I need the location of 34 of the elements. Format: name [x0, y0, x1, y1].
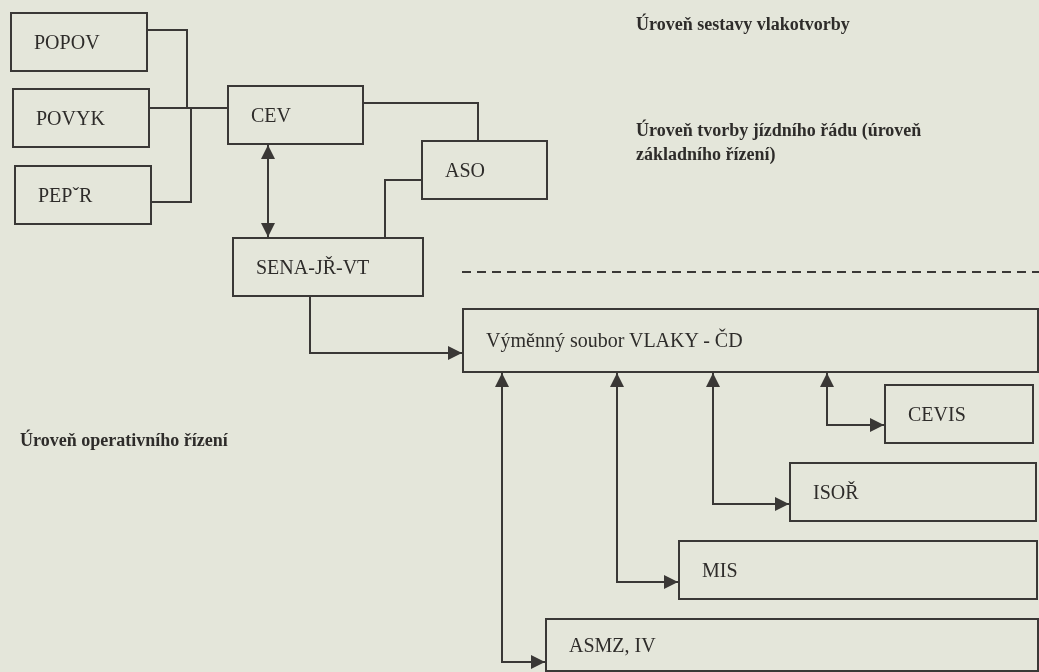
level-label: Úroveň sestavy vlakotvorby: [636, 12, 851, 36]
box-label: CEV: [251, 103, 291, 127]
arrow: [309, 296, 463, 360]
box-label: ISOŘ: [813, 480, 859, 504]
system-box: [10, 12, 148, 72]
arrow: [261, 144, 275, 238]
connector-line: [384, 179, 422, 238]
level-label: Úroveň tvorby jízdního řádu (úroveň základního řízení): [636, 118, 923, 167]
box-label: SENA-JŘ-VT: [256, 255, 370, 279]
box-label: CEVIS: [908, 402, 966, 426]
box-label: PEPˇR: [38, 183, 93, 207]
box-label: POPOV: [34, 30, 100, 54]
box-label: ASMZ, IV: [569, 633, 656, 657]
system-box: [884, 384, 1034, 444]
system-box: [421, 140, 548, 200]
arrow: [610, 372, 679, 589]
system-box: [462, 308, 1039, 373]
arrow: [495, 372, 546, 669]
connector-line: [151, 107, 228, 203]
level-label: Úroveň operativního řízení: [20, 428, 229, 452]
system-box: [232, 237, 424, 297]
arrow: [820, 372, 885, 432]
box-label: Výměnný soubor VLAKY - ČD: [486, 329, 743, 352]
system-box: [789, 462, 1037, 522]
arrow: [706, 372, 790, 511]
box-label: ASO: [445, 158, 485, 182]
system-box: [678, 540, 1038, 600]
system-box: [12, 88, 150, 148]
box-label: POVYK: [36, 106, 105, 130]
system-box: [14, 165, 152, 225]
system-box: [545, 618, 1039, 672]
system-box: [227, 85, 364, 145]
connector-line: [363, 102, 479, 141]
box-label: MIS: [702, 558, 738, 582]
